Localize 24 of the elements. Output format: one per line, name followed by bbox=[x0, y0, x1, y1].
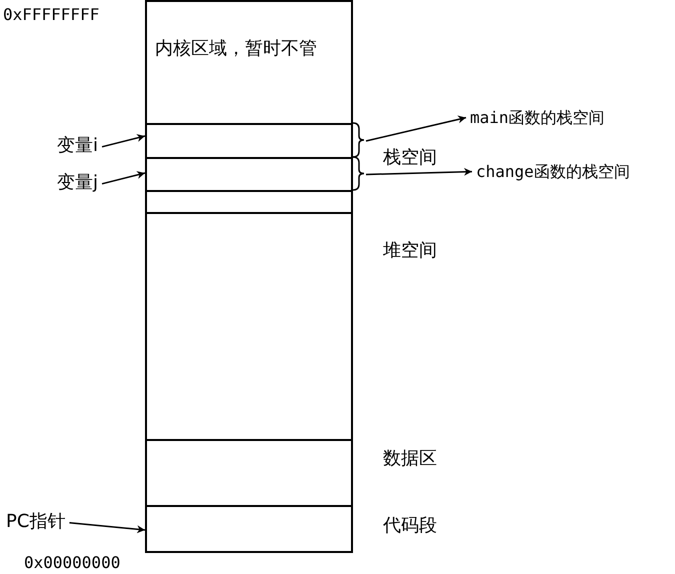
region-label: 堆空间 bbox=[383, 240, 437, 262]
region-label: 数据区 bbox=[383, 448, 437, 470]
stack-frame-label: change函数的栈空间 bbox=[476, 162, 630, 182]
address-label: 0xFFFFFFFF bbox=[3, 5, 100, 24]
region-label: 栈空间 bbox=[383, 147, 437, 169]
region-label: 代码段 bbox=[383, 515, 437, 537]
region-text: 内核区域，暂时不管 bbox=[155, 38, 317, 60]
arrow bbox=[366, 168, 472, 176]
stack-frame bbox=[145, 123, 353, 159]
code-segment bbox=[145, 505, 353, 553]
arrow bbox=[102, 134, 146, 148]
stack-frame-label: main函数的栈空间 bbox=[470, 108, 605, 128]
kernel-region bbox=[145, 0, 353, 125]
address-label: 0x00000000 bbox=[24, 553, 120, 572]
arrow bbox=[102, 171, 146, 185]
arrow bbox=[69, 522, 146, 534]
pointer-label: PC指针 bbox=[6, 511, 66, 533]
arrow bbox=[366, 116, 466, 142]
variable-label: 变量i bbox=[57, 135, 98, 157]
stack-frame bbox=[145, 157, 353, 192]
memory-segment bbox=[145, 190, 353, 214]
heap-segment bbox=[145, 212, 353, 441]
variable-label: 变量j bbox=[57, 172, 98, 194]
data-segment bbox=[145, 439, 353, 507]
